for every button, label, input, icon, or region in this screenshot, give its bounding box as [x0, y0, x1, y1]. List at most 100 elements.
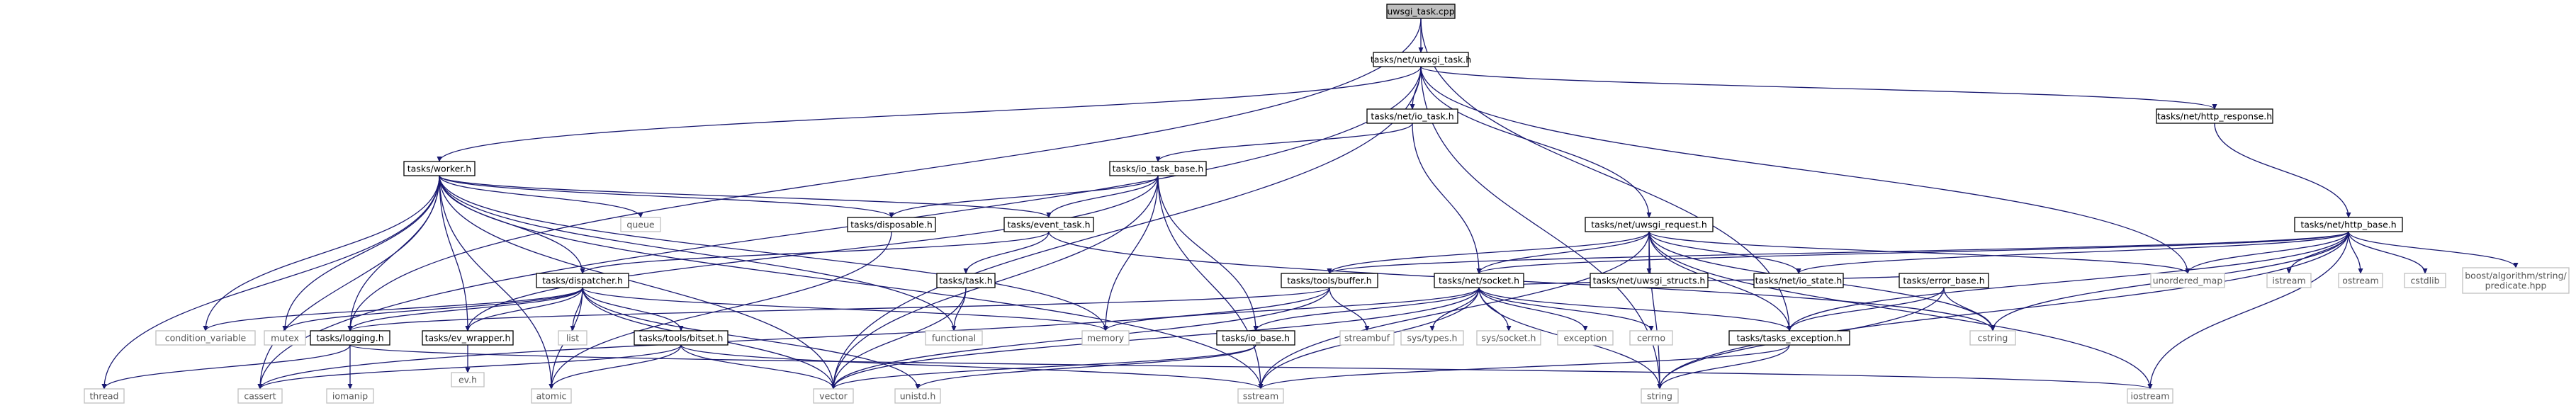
node-event-task-h[interactable]: tasks/event_task.h	[1003, 217, 1094, 232]
node-logging-h[interactable]: tasks/logging.h	[310, 330, 390, 346]
node-sys-socket-h: sys/socket.h	[1476, 330, 1541, 346]
node-box	[2294, 217, 2403, 232]
node-sys-types-h: sys/types.h	[1400, 330, 1464, 346]
node-box	[1109, 161, 1207, 176]
node-net-socket-h[interactable]: tasks/net/socket.h	[1434, 273, 1524, 288]
node-box	[264, 330, 306, 346]
edge-io_base_h-to-vector	[831, 344, 1256, 390]
node-tasks-exception-h[interactable]: tasks/tasks_exception.h	[1728, 330, 1850, 346]
edge-io_task_base_h-to-ev_wrapper_h	[465, 175, 1159, 332]
edge-worker_h-to-functional	[439, 175, 957, 332]
node-label: tasks/disposable.h	[850, 220, 933, 230]
node-box	[2156, 108, 2273, 124]
edge-net_uwsgi_task_h-to-cassert	[257, 66, 1422, 390]
node-task-h[interactable]: tasks/task.h	[936, 273, 996, 288]
node-label: cstdlib	[2410, 276, 2439, 286]
edge-uwsgi_task_cpp-to-tasks_exception_h	[1420, 18, 1792, 332]
node-label: list	[566, 333, 579, 344]
node-iomanip: iomanip	[326, 388, 374, 404]
node-tools-bitset-h[interactable]: tasks/tools/bitset.h	[634, 330, 729, 346]
node-label: tasks/logging.h	[316, 333, 383, 344]
node-label: iostream	[2131, 391, 2170, 402]
node-thread: thread	[84, 388, 125, 404]
node-net-io-task-h[interactable]: tasks/net/io_task.h	[1366, 108, 1458, 124]
node-tools-buffer-h[interactable]: tasks/tools/buffer.h	[1281, 273, 1378, 288]
edge-tools_buffer_h-to-logging_h	[347, 287, 1330, 332]
node-box	[403, 161, 476, 176]
node-box	[894, 388, 941, 404]
node-disposable-h[interactable]: tasks/disposable.h	[847, 217, 936, 232]
edge-error_base_h-to-tasks_exception_h	[1787, 287, 1945, 332]
edge-tools_bitset_h-to-vector	[680, 344, 836, 390]
node-label: istream	[2272, 276, 2305, 286]
node-label: tasks/net/uwsgi_structs.h	[1593, 276, 1706, 286]
node-cstring: cstring	[1969, 330, 2016, 346]
edge-tools_buffer_h-to-streambuf	[1329, 287, 1370, 332]
node-uwsgi-task-cpp: uwsgi_task.cpp	[1386, 4, 1456, 19]
node-box	[1216, 330, 1295, 346]
node-label: tasks/ev_wrapper.h	[425, 333, 511, 344]
edge-http_base_h-to-cstdlib	[2348, 231, 2428, 274]
node-cerrno: cerrno	[1629, 330, 1673, 346]
node-box	[1641, 388, 1679, 404]
node-label: vector	[819, 391, 848, 402]
edge-event_task_h-to-dispatcher_h	[580, 231, 1050, 274]
node-label: condition_variable	[165, 333, 247, 344]
node-box	[1400, 330, 1464, 346]
edge-logging_h-to-thread	[101, 344, 351, 390]
node-io-task-base-h[interactable]: tasks/io_task_base.h	[1109, 161, 1207, 176]
edge-io_task_base_h-to-io_base_h	[1157, 175, 1259, 332]
node-label: queue	[626, 220, 654, 230]
node-label: atomic	[536, 391, 567, 402]
node-worker-h[interactable]: tasks/worker.h	[403, 161, 476, 176]
node-box	[1969, 330, 2016, 346]
edge-io_task_base_h-to-vector	[831, 175, 1159, 390]
node-ostream: ostream	[2338, 273, 2383, 288]
node-uwsgi-structs-h[interactable]: tasks/net/uwsgi_structs.h	[1590, 273, 1709, 288]
node-net-uwsgi-task-h[interactable]: tasks/net/uwsgi_task.h	[1371, 52, 1471, 67]
node-label: tasks/dispatcher.h	[542, 276, 623, 286]
node-box	[1081, 330, 1130, 346]
edge-http_base_h-to-tasks_exception_h	[1787, 231, 2349, 332]
node-http-response-h[interactable]: tasks/net/http_response.h	[2156, 108, 2273, 124]
edge-http_base_h-to-predicate_hpp	[2348, 231, 2519, 268]
edge-http_base_h-to-iostream	[2147, 231, 2349, 390]
edge-net_socket_h-to-error_base_h	[1478, 273, 1947, 288]
node-box	[1476, 330, 1541, 346]
edge-net_uwsgi_task_h-to-vector	[831, 66, 1422, 390]
node-label: tasks/tools/buffer.h	[1287, 276, 1371, 286]
edge-net_socket_h-to-exception	[1478, 287, 1588, 332]
edge-net_io_task_h-to-io_task_base_h	[1155, 123, 1413, 162]
node-label: tasks/worker.h	[407, 164, 471, 174]
edge-worker_h-to-queue	[439, 175, 643, 218]
edge-uwsgi_request_h-to-tasks_exception_h	[1648, 231, 1792, 332]
edge-io_task_base_h-to-event_task_h	[1046, 175, 1159, 218]
edge-net_socket_h-to-io_base_h	[1253, 287, 1480, 332]
edge-http_base_h-to-tools_buffer_h	[1327, 231, 2349, 274]
node-atomic: atomic	[531, 388, 572, 404]
node-io-state-h[interactable]: tasks/net/io_state.h	[1753, 273, 1844, 288]
node-uwsgi-request-h[interactable]: tasks/net/uwsgi_request.h	[1585, 217, 1714, 232]
edge-net_socket_h-to-tasks_exception_h	[1478, 287, 1792, 332]
node-box	[847, 217, 936, 232]
node-error-base-h[interactable]: tasks/error_base.h	[1899, 273, 1989, 288]
node-box	[2266, 273, 2312, 288]
node-sstream: sstream	[1237, 388, 1284, 404]
node-box	[2127, 388, 2173, 404]
node-label: uwsgi_task.cpp	[1387, 6, 1454, 17]
node-box	[1237, 388, 1284, 404]
edge-net_io_task_h-to-net_socket_h	[1412, 123, 1482, 274]
node-mutex: mutex	[264, 330, 306, 346]
node-ev-wrapper-h[interactable]: tasks/ev_wrapper.h	[422, 330, 514, 346]
node-http-base-h[interactable]: tasks/net/http_base.h	[2294, 217, 2403, 232]
edge-worker_h-to-memory	[439, 175, 1108, 332]
edge-net_uwsgi_task_h-to-http_response_h	[1420, 66, 2217, 110]
node-cstdlib: cstdlib	[2404, 273, 2446, 288]
edge-worker_h-to-thread	[101, 175, 440, 390]
node-io-base-h[interactable]: tasks/io_base.h	[1216, 330, 1295, 346]
node-streambuf: streambuf	[1339, 330, 1395, 346]
edge-task_h-to-vector	[831, 287, 967, 390]
node-label: thread	[90, 391, 119, 402]
node-dispatcher-h[interactable]: tasks/dispatcher.h	[536, 273, 629, 288]
